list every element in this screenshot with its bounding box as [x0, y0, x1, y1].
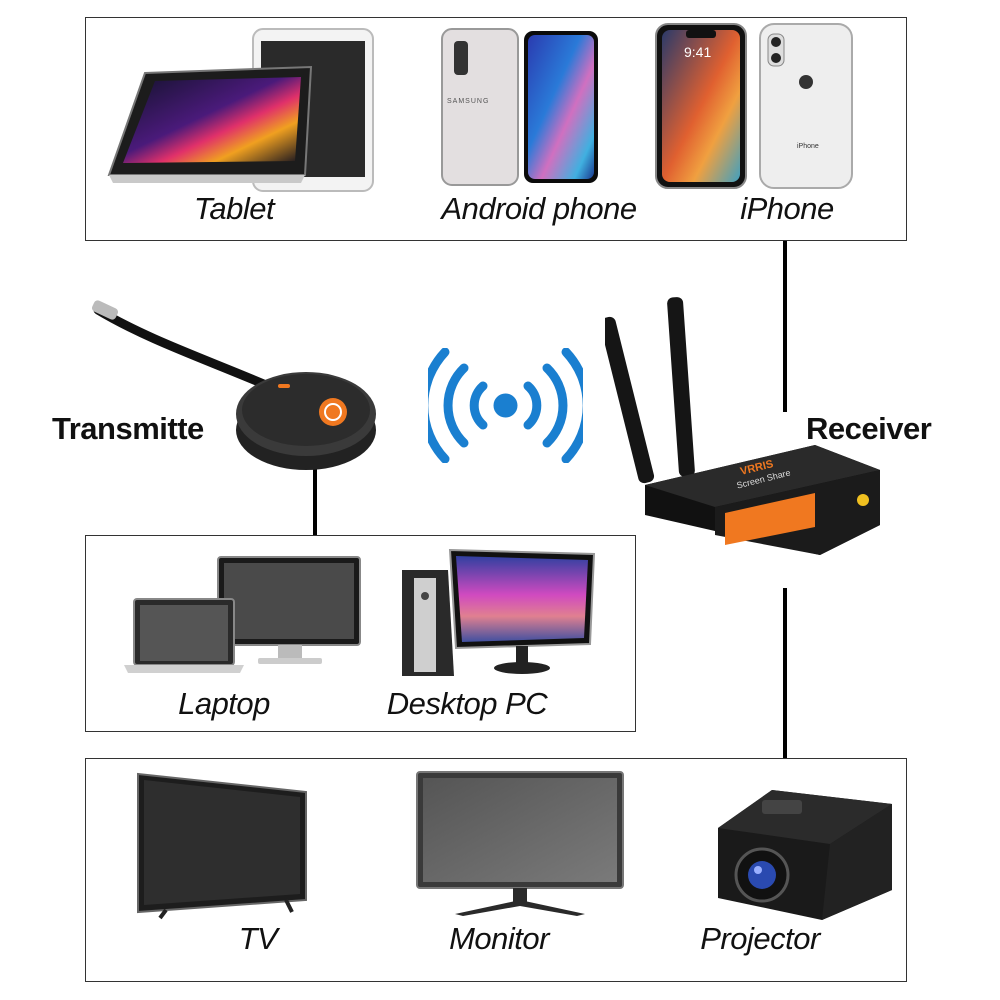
desktop-pc-image — [398, 548, 598, 678]
connector-transmitter-to-pc — [313, 462, 317, 535]
android-phone-label: Android phone — [441, 191, 637, 226]
receiver-label: Receiver — [806, 411, 932, 446]
transmitter-image — [88, 300, 378, 475]
connector-receiver-to-displays — [783, 588, 787, 758]
transmitter-label: Transmitte — [52, 411, 204, 446]
projector-label: Projector — [700, 921, 820, 956]
desktop-pc-label: Desktop PC — [386, 686, 548, 721]
tv-image — [136, 772, 308, 920]
tablet-label: Tablet — [193, 191, 275, 226]
iphone-brand-text: iPhone — [797, 143, 819, 150]
receiver-image — [605, 295, 885, 560]
laptop-image — [120, 555, 365, 675]
monitor-label: Monitor — [449, 921, 549, 956]
android-phone-image — [440, 27, 600, 187]
wifi-signal-icon — [428, 348, 583, 463]
connector-top-to-receiver — [783, 240, 787, 412]
laptop-label: Laptop — [178, 686, 270, 721]
samsung-brand-text: SAMSUNG — [447, 98, 490, 105]
iphone-image — [654, 22, 854, 190]
projector-image — [712, 780, 897, 925]
tv-label: TV — [238, 921, 278, 956]
iphone-label: iPhone — [740, 191, 834, 226]
lockscreen-time: 9:41 — [684, 44, 712, 60]
tablet-image — [105, 25, 385, 195]
monitor-image — [415, 770, 625, 918]
